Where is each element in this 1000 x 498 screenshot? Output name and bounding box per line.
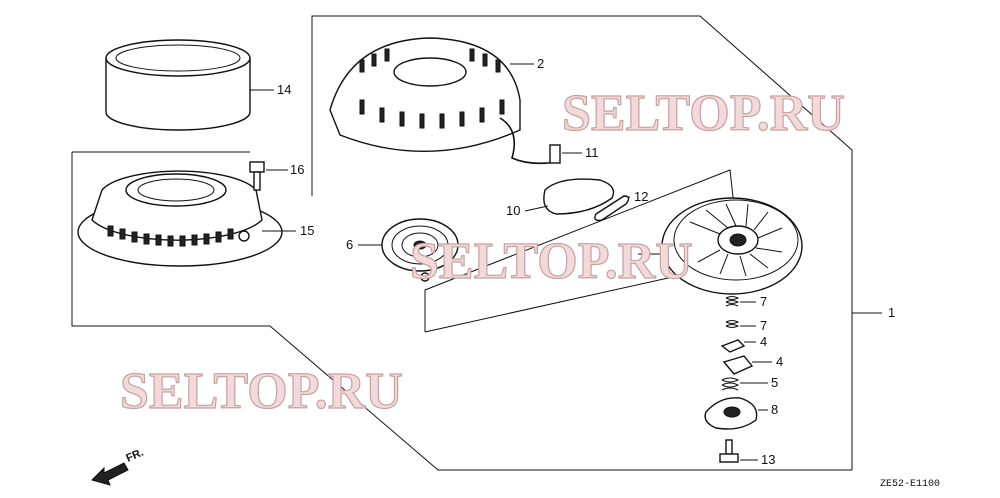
- part-4-ratchet-upper: [720, 339, 756, 353]
- part-2-fan-cover: [329, 37, 557, 165]
- part-8-friction-plate: [704, 397, 768, 430]
- watermark-bottom-left: SELTOP.RU: [120, 363, 403, 420]
- callout-4-lower: 4: [776, 354, 783, 369]
- callout-8: 8: [771, 402, 778, 417]
- callout-2: 2: [537, 56, 544, 71]
- callout-5: 5: [771, 375, 778, 390]
- assembly-outline: [71, 15, 853, 471]
- callout-16: 16: [290, 162, 304, 177]
- callout-7-lower: 7: [760, 318, 767, 333]
- part-10-starter-grip: [524, 178, 615, 215]
- callout-1: 1: [888, 305, 895, 320]
- callout-12: 12: [634, 189, 648, 204]
- direction-label: FR.: [124, 447, 145, 465]
- part-6-recoil-spring: [358, 218, 459, 282]
- callout-7-upper: 7: [760, 294, 767, 309]
- callout-3: 3: [625, 246, 632, 261]
- watermarks: SELTOP.RU SELTOP.RU SELTOP.RU: [119, 84, 845, 420]
- part-3-starter-pulley: [638, 197, 803, 295]
- callout-10: 10: [506, 203, 520, 218]
- part-7-spring-lower: [725, 320, 756, 328]
- part-5-friction-spring: [721, 377, 768, 391]
- part-12-grip-insert: [594, 195, 630, 222]
- part-11-rope: [549, 144, 582, 164]
- watermark-middle: SELTOP.RU: [410, 233, 693, 290]
- front-direction-indicator: FR.: [91, 447, 145, 486]
- part-16-flange-bolt: [249, 161, 288, 191]
- callout-4-upper: 4: [760, 334, 767, 349]
- part-13-screw: [719, 439, 758, 463]
- front-direction-arrow-icon: [91, 462, 129, 486]
- part-15-starter-case: [77, 170, 296, 267]
- callout-6: 6: [346, 237, 353, 252]
- callout-11: 11: [585, 145, 599, 160]
- part-14-ring-band: [105, 39, 274, 131]
- callout-14: 14: [277, 82, 291, 97]
- callout-labels: 1 2 3 4 4 5 6 7 7 8 10 11 12 13 14 15 16: [277, 56, 895, 467]
- callout-13: 13: [761, 452, 775, 467]
- diagram-code: ZE52-E1100: [880, 479, 940, 490]
- part-7-spring-upper: [725, 296, 756, 307]
- part-4-ratchet-lower: [722, 355, 772, 375]
- callout-15: 15: [300, 223, 314, 238]
- watermark-top-right: SELTOP.RU: [562, 85, 845, 142]
